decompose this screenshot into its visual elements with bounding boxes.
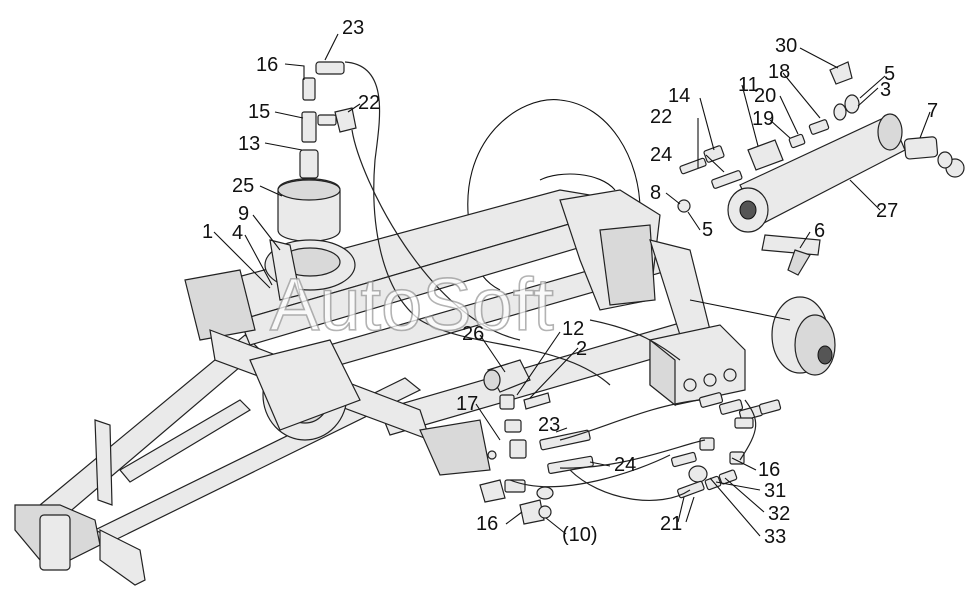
valve-block [649,324,746,407]
callout-15: 15 [248,101,270,123]
callout-14: 14 [668,85,690,107]
callout-5-top: 5 [884,63,895,85]
callout-labels: 23 16 15 22 13 25 9 1 4 30 5 18 3 11 14 … [202,17,938,548]
callout-27: 27 [876,200,898,222]
callout-17: 17 [456,393,478,415]
callout-16-bottom: 16 [476,513,498,535]
callout-25: 25 [232,175,254,197]
callout-21: 21 [660,513,682,535]
callout-20: 20 [754,85,776,107]
callout-32: 32 [768,503,790,525]
watermark: AutoSoft [270,263,554,346]
hydraulic-cylinder [727,94,965,276]
callout-19: 19 [752,108,774,130]
callout-4: 4 [232,222,243,244]
callout-3: 3 [880,79,891,101]
callout-33: 33 [764,526,786,548]
leader-lines [213,33,931,537]
trailer-frame [14,189,711,586]
callout-16-right: 16 [758,459,780,481]
callout-18: 18 [768,61,790,83]
callout-9: 9 [238,203,249,225]
cylinder-fittings [677,61,853,213]
callout-13: 13 [238,133,260,155]
callout-24-top: 24 [650,144,672,166]
callout-11: 11 [738,74,759,96]
callout-6: 6 [814,220,825,242]
callout-31: 31 [764,480,786,502]
accumulator [264,61,357,301]
callout-7: 7 [927,100,938,122]
hoses [344,61,757,501]
brake-drum [689,296,836,376]
callout-26: 26 [462,323,484,345]
callout-8: 8 [650,182,661,204]
callout-5-bottom: 5 [702,219,713,241]
callout-2: 2 [576,338,587,360]
callout-10: (10) [562,524,598,546]
callout-1: 1 [202,221,213,243]
callout-23-top: 23 [342,17,364,39]
callout-16-top: 16 [256,54,278,76]
callout-24-bottom: 24 [614,454,636,476]
callout-30: 30 [775,35,797,57]
callout-12: 12 [562,318,584,340]
callout-22-right: 22 [650,106,672,128]
callout-22-left: 22 [358,92,380,114]
lower-fittings [479,359,594,525]
callout-23-bottom: 23 [538,414,560,436]
